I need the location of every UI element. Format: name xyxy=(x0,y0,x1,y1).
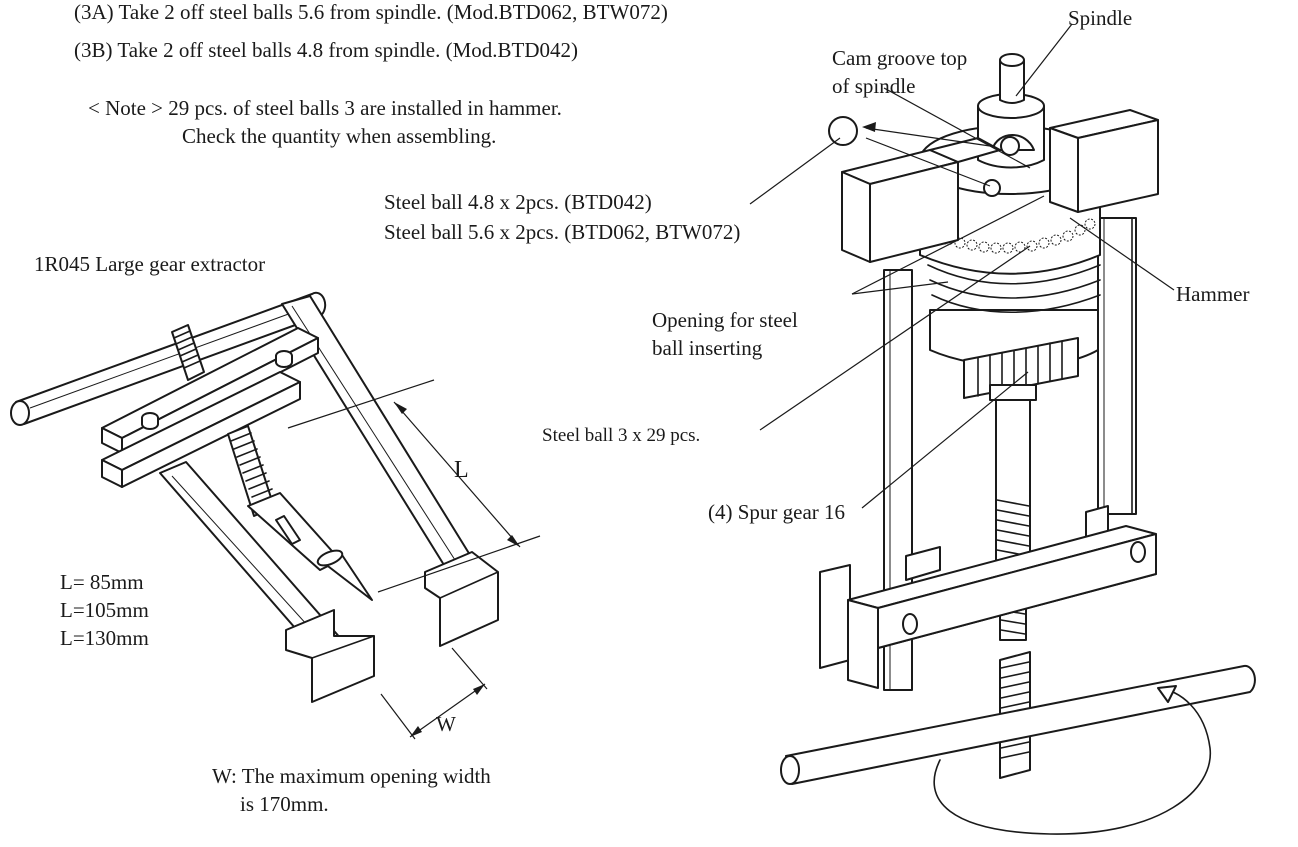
steel-ball-3-label: Steel ball 3 x 29 pcs. xyxy=(542,425,701,446)
dimension-l-label: L xyxy=(454,457,469,483)
extractor-title: 1R045 Large gear extractor xyxy=(34,252,266,276)
hammer-assembly-drawing xyxy=(780,53,1256,835)
width-note-line-1: W: The maximum opening width xyxy=(212,764,491,788)
gear-extractor-drawing xyxy=(10,291,541,740)
width-note-line-2: is 170mm. xyxy=(240,792,329,816)
size-l-130: L=130mm xyxy=(60,626,149,650)
hammer-label: Hammer xyxy=(1176,282,1250,306)
opening-label-2: ball inserting xyxy=(652,336,763,360)
step-3a-text: (3A) Take 2 off steel balls 5.6 from spi… xyxy=(74,0,668,24)
spindle-label: Spindle xyxy=(1068,6,1133,30)
size-l-85: L= 85mm xyxy=(60,570,144,594)
opening-label-1: Opening for steel xyxy=(652,308,798,332)
cam-groove-label-2: of spindle xyxy=(832,74,916,98)
spur-gear-label: (4) Spur gear 16 xyxy=(708,500,846,524)
step-3b-text: (3B) Take 2 off steel balls 4.8 from spi… xyxy=(74,38,579,62)
size-l-105: L=105mm xyxy=(60,598,149,622)
steel-ball-48-label: Steel ball 4.8 x 2pcs. (BTD042) xyxy=(384,190,652,214)
steel-ball-56-label: Steel ball 5.6 x 2pcs. (BTD062, BTW072) xyxy=(384,220,741,244)
leader-lines xyxy=(749,23,1175,509)
cam-groove-label-1: Cam groove top xyxy=(832,46,968,70)
note-line-1: < Note > 29 pcs. of steel balls 3 are in… xyxy=(88,96,562,120)
dimension-w-label: W xyxy=(436,712,456,736)
note-line-2: Check the quantity when assembling. xyxy=(182,124,497,148)
